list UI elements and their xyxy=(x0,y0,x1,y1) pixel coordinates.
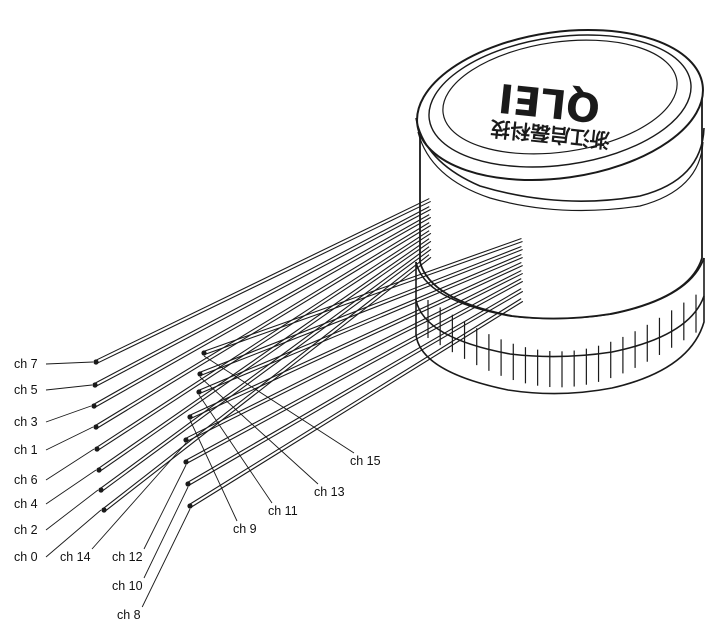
wire-right xyxy=(188,298,522,506)
wire-right xyxy=(185,270,522,440)
wire-right xyxy=(189,262,522,417)
wire-left xyxy=(96,200,431,364)
wire-left xyxy=(99,240,432,472)
probe-tip xyxy=(183,459,189,465)
wire-right xyxy=(200,248,523,377)
logo-text: QLEI xyxy=(497,74,603,130)
wire-left xyxy=(95,208,432,387)
channel-label: ch 4 xyxy=(14,497,38,511)
leader-line xyxy=(203,355,355,454)
probe-tip xyxy=(98,487,104,493)
channel-label: ch 2 xyxy=(14,523,38,537)
probe-tip xyxy=(94,446,100,452)
channel-labels: ch 7 ch 5 ch 3 ch 1 ch 6 ch 4 ch 2 ch 0 ch 15 ch … xyxy=(14,357,381,622)
wire-bundle xyxy=(92,198,524,512)
probe-tip xyxy=(185,481,191,487)
leader-line xyxy=(45,405,92,423)
wire-right xyxy=(186,272,523,442)
wire-right xyxy=(184,278,522,462)
wire-right xyxy=(203,237,522,353)
leader-line xyxy=(45,361,94,365)
leader-line xyxy=(45,469,97,505)
channel-label: ch 8 xyxy=(117,608,141,622)
leader-line xyxy=(45,509,102,558)
probe-tip xyxy=(91,403,97,409)
probe-tip xyxy=(201,350,207,356)
wire-left xyxy=(104,256,432,512)
wire-left xyxy=(94,222,430,427)
probe-tip xyxy=(196,389,202,395)
wire-left xyxy=(94,216,432,408)
leader-lines xyxy=(45,355,355,608)
brand-logo: QLEI 浙江启磊科技 xyxy=(488,74,611,153)
channel-label: ch 0 xyxy=(14,550,38,564)
wire-right xyxy=(190,300,524,508)
channel-label: ch 3 xyxy=(14,415,38,429)
probe-tip xyxy=(93,424,99,430)
wire-right xyxy=(204,240,523,356)
probe-tip xyxy=(101,507,107,513)
wire-left xyxy=(96,224,432,429)
probe-tip xyxy=(96,467,102,473)
channel-label: ch 7 xyxy=(14,357,38,371)
wire-left xyxy=(92,214,430,406)
leader-line xyxy=(143,464,187,550)
wire-left xyxy=(97,232,432,451)
leader-line xyxy=(45,426,94,451)
channel-label: ch 15 xyxy=(350,454,381,468)
channel-label: ch 9 xyxy=(233,522,257,536)
leader-line xyxy=(141,508,191,608)
probe-tip xyxy=(187,414,193,420)
wire-left xyxy=(93,206,430,385)
leader-line xyxy=(45,489,99,531)
probe-tip xyxy=(93,359,99,365)
probe-tip xyxy=(92,382,98,388)
leader-line xyxy=(91,442,187,550)
top-cap xyxy=(415,28,705,212)
leader-line xyxy=(198,394,273,504)
wire-left xyxy=(95,230,430,449)
channel-label: ch 1 xyxy=(14,443,38,457)
channel-label: ch 14 xyxy=(60,550,91,564)
wire-right xyxy=(190,264,523,419)
channel-label: ch 6 xyxy=(14,473,38,487)
channel-label: ch 10 xyxy=(112,579,143,593)
channel-label: ch 5 xyxy=(14,383,38,397)
channel-label: ch 13 xyxy=(314,485,345,499)
wire-left xyxy=(102,254,430,510)
wire-left xyxy=(97,238,430,470)
wire-right xyxy=(199,256,523,394)
channel-label: ch 11 xyxy=(268,504,298,518)
wire-right xyxy=(199,245,522,374)
channel-label: ch 12 xyxy=(112,550,143,564)
probe-tip xyxy=(197,371,203,377)
leader-line xyxy=(143,486,189,579)
leader-line xyxy=(45,448,95,481)
probe-tips xyxy=(91,350,207,513)
wire-right xyxy=(186,280,524,464)
wire-left xyxy=(95,198,430,362)
probe-tip xyxy=(183,437,189,443)
knurl-ridges xyxy=(427,294,697,388)
probe-tip xyxy=(187,503,193,509)
wire-right xyxy=(188,290,524,486)
wire-left xyxy=(99,246,430,490)
leader-line xyxy=(45,384,93,391)
wire-right xyxy=(186,288,522,484)
leader-line xyxy=(189,419,238,522)
wire-right xyxy=(198,254,522,392)
leader-line xyxy=(199,376,319,485)
